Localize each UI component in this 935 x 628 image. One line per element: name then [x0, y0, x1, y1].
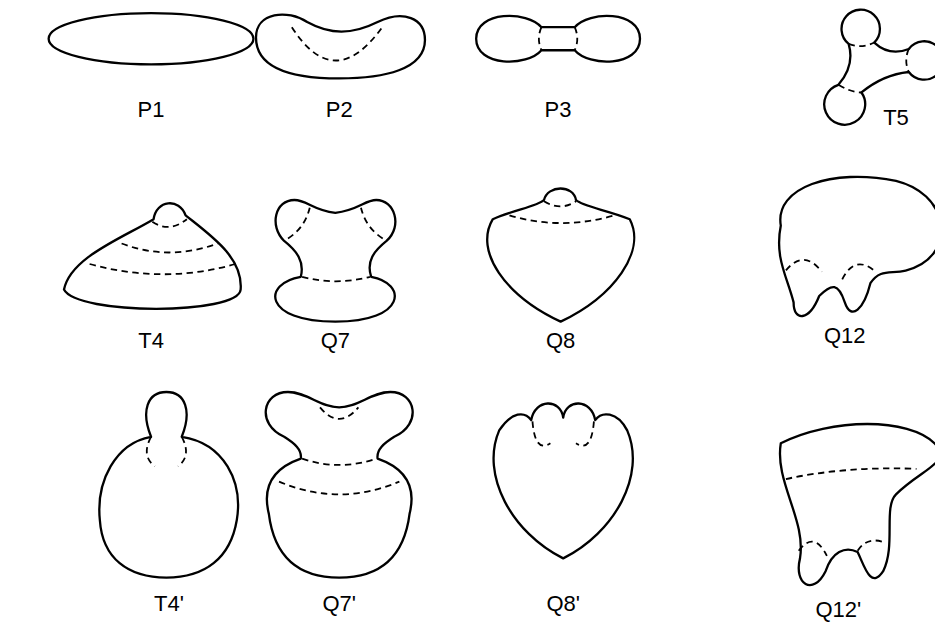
t5-shape	[824, 10, 935, 125]
p1-shape	[49, 13, 254, 64]
q12-prime-shape	[780, 424, 935, 585]
shape-label: Q12	[824, 325, 866, 347]
q7-prime-shape	[266, 392, 413, 578]
q8-prime-shape	[494, 404, 633, 559]
p2-shape	[256, 15, 425, 79]
shape-label: T4'	[154, 593, 184, 615]
shape-label: T5	[883, 107, 909, 129]
t4-shape	[64, 203, 241, 309]
shape-label: Q12'	[815, 599, 861, 621]
shape-label: Q7'	[322, 593, 356, 615]
t4-prime-shape	[99, 392, 238, 578]
shape-label: P1	[138, 99, 165, 121]
shape-label: T4	[138, 330, 164, 352]
q12-shape	[779, 177, 935, 316]
shape-label: P3	[545, 99, 572, 121]
q8-shape	[487, 188, 634, 321]
shape-label: P2	[326, 99, 353, 121]
shape-label: Q7	[321, 330, 350, 352]
p3-shape	[476, 16, 640, 62]
shape-label: Q8'	[546, 593, 580, 615]
q7-shape	[275, 200, 395, 322]
shape-label: Q8	[546, 330, 575, 352]
